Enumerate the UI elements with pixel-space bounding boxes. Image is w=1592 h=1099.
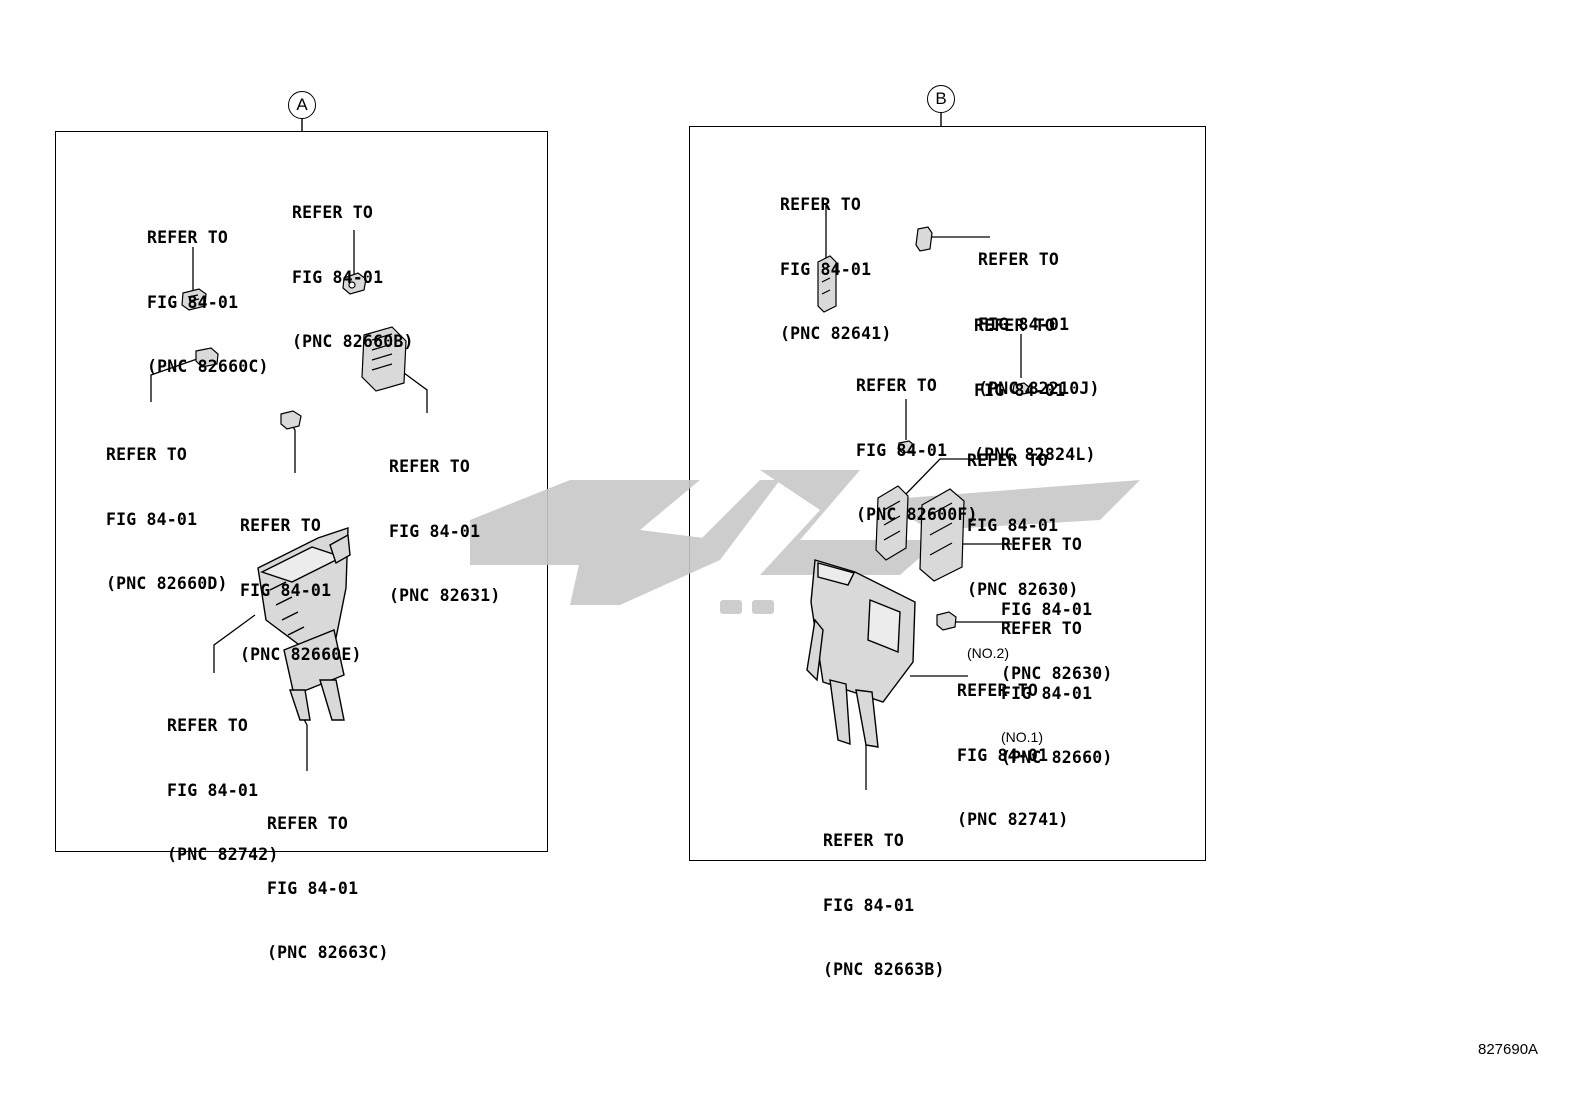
callout-line: FIG 84-01 bbox=[780, 259, 872, 279]
leader-a-82631 bbox=[399, 369, 428, 413]
callout-line: (PNC 82660B) bbox=[292, 332, 414, 351]
part-a-small-connector-1 bbox=[181, 288, 207, 311]
callout-line: (PNC 82660E) bbox=[240, 645, 362, 664]
callout-line: REFER TO bbox=[974, 316, 1056, 335]
leader-a-82742 bbox=[213, 614, 256, 673]
callout-a-82660c: REFER TO FIG 84-01 (PNC 82660C) bbox=[147, 184, 269, 421]
callout-a-82631: REFER TO FIG 84-01 (PNC 82631) bbox=[389, 413, 500, 650]
part-b-junction-block bbox=[806, 559, 916, 748]
callout-line: (PNC 82824L) bbox=[974, 445, 1096, 464]
callout-line: FIG 84-01 bbox=[389, 521, 481, 541]
part-a-block-connector bbox=[361, 326, 407, 392]
callout-a-82660e: REFER TO FIG 84-01 (PNC 82660E) bbox=[240, 472, 362, 709]
callout-line: REFER TO bbox=[240, 516, 322, 535]
callout-line: (PNC 82660C) bbox=[147, 357, 269, 376]
callout-b-82630-no2: REFER TO FIG 84-01 (PNC 82630) (NO.2) bbox=[967, 407, 1078, 705]
callout-line: REFER TO bbox=[780, 195, 862, 214]
callout-line: (PNC 82742) bbox=[167, 845, 279, 864]
part-b-plug-connector bbox=[915, 226, 933, 252]
part-a-junction-block bbox=[257, 527, 351, 721]
callout-line: FIG 84-01 bbox=[974, 380, 1066, 400]
callout-line: (PNC 82660D) bbox=[106, 574, 228, 593]
callout-line: FIG 84-01 bbox=[106, 509, 198, 529]
callout-b-82663b: REFER TO FIG 84-01 (PNC 82663B) bbox=[823, 787, 945, 1024]
callout-line: (PNC 82641) bbox=[780, 324, 892, 343]
callout-a-82660d: REFER TO FIG 84-01 (PNC 82660D) bbox=[106, 401, 228, 638]
callout-line: FIG 84-01 bbox=[856, 440, 948, 460]
figure-code: 827690A bbox=[1478, 1041, 1539, 1058]
callout-b-82210j: REFER TO FIG 84-01 (PNC 82210J) bbox=[978, 206, 1100, 443]
callout-line: (PNC 82631) bbox=[389, 586, 501, 605]
panel-a-marker: A bbox=[288, 91, 316, 119]
callout-a-82663c: REFER TO FIG 84-01 (PNC 82663C) bbox=[267, 770, 389, 1007]
callout-line: REFER TO bbox=[856, 376, 938, 395]
callout-line: REFER TO bbox=[1001, 535, 1083, 554]
panel-b-frame bbox=[689, 126, 1206, 861]
callout-line: (PNC 82600F) bbox=[856, 505, 978, 524]
callout-line: REFER TO bbox=[823, 831, 905, 850]
callout-line: REFER TO bbox=[292, 203, 374, 222]
callout-line: FIG 84-01 bbox=[957, 745, 1049, 765]
callout-line: REFER TO bbox=[147, 228, 229, 247]
callout-line: FIG 84-01 bbox=[1001, 683, 1093, 703]
callout-line: REFER TO bbox=[967, 451, 1049, 470]
callout-line: FIG 84-01 bbox=[823, 895, 915, 915]
callout-line: FIG 84-01 bbox=[240, 580, 332, 600]
callout-line: FIG 84-01 bbox=[967, 515, 1059, 535]
leader-a-82660e bbox=[289, 421, 296, 473]
callout-line: (PNC 82741) bbox=[957, 810, 1069, 829]
callout-line: FIG 84-01 bbox=[1001, 599, 1093, 619]
callout-a-82742: REFER TO FIG 84-01 (PNC 82742) bbox=[167, 672, 278, 909]
callout-line: FIG 84-01 bbox=[167, 780, 259, 800]
callout-note-no2: (NO.2) bbox=[967, 644, 1009, 661]
part-b-connector-no2 bbox=[875, 485, 909, 561]
callout-b-82660: REFER TO FIG 84-01 (PNC 82660) bbox=[1001, 575, 1112, 812]
callout-line: REFER TO bbox=[106, 445, 188, 464]
callout-line: (PNC 82660) bbox=[1001, 748, 1113, 767]
part-a-small-connector-2 bbox=[342, 272, 367, 295]
callout-line: REFER TO bbox=[1001, 619, 1083, 638]
leader-b-82630-no2 bbox=[904, 458, 985, 496]
part-b-small-connector bbox=[936, 611, 957, 631]
callout-b-82641: REFER TO FIG 84-01 (PNC 82641) bbox=[780, 151, 891, 388]
callout-line: REFER TO bbox=[167, 716, 249, 735]
callout-line: REFER TO bbox=[267, 814, 349, 833]
panel-b-marker: B bbox=[927, 85, 955, 113]
callout-b-82630-no1: REFER TO FIG 84-01 (PNC 82630) (NO.1) bbox=[1001, 491, 1112, 789]
part-b-tiny-connector-2 bbox=[897, 440, 915, 454]
callout-b-82741: REFER TO FIG 84-01 (PNC 82741) bbox=[957, 637, 1068, 874]
callout-line: FIG 84-01 bbox=[147, 292, 239, 312]
callout-note-no1: (NO.1) bbox=[1001, 728, 1043, 745]
part-b-tiny-connector-1 bbox=[1012, 382, 1030, 396]
callout-line: REFER TO bbox=[957, 681, 1039, 700]
callout-line: FIG 84-01 bbox=[978, 314, 1070, 334]
callout-line: REFER TO bbox=[978, 250, 1060, 269]
callout-line: FIG 84-01 bbox=[267, 878, 359, 898]
callout-line: (PNC 82210J) bbox=[978, 379, 1100, 398]
callout-b-82824l: REFER TO FIG 84-01 (PNC 82824L) bbox=[974, 272, 1096, 509]
callout-b-82600f: REFER TO FIG 84-01 (PNC 82600F) bbox=[856, 332, 978, 569]
part-b-slim-connector bbox=[817, 255, 837, 313]
callout-line: (PNC 82630) bbox=[967, 580, 1079, 599]
part-a-small-connector-3 bbox=[195, 347, 219, 368]
callout-line: (PNC 82630) bbox=[1001, 664, 1113, 683]
callout-line: (PNC 82663B) bbox=[823, 960, 945, 979]
part-a-small-connector-4 bbox=[280, 410, 302, 430]
part-b-connector-no1 bbox=[919, 488, 965, 582]
callout-line: REFER TO bbox=[389, 457, 471, 476]
callout-a-82660b: REFER TO FIG 84-01 (PNC 82660B) bbox=[292, 159, 414, 396]
leader-a-82660d bbox=[150, 357, 201, 402]
callout-line: FIG 84-01 bbox=[292, 267, 384, 287]
leader-a-82663c bbox=[299, 711, 308, 771]
callout-line: (PNC 82663C) bbox=[267, 943, 389, 962]
